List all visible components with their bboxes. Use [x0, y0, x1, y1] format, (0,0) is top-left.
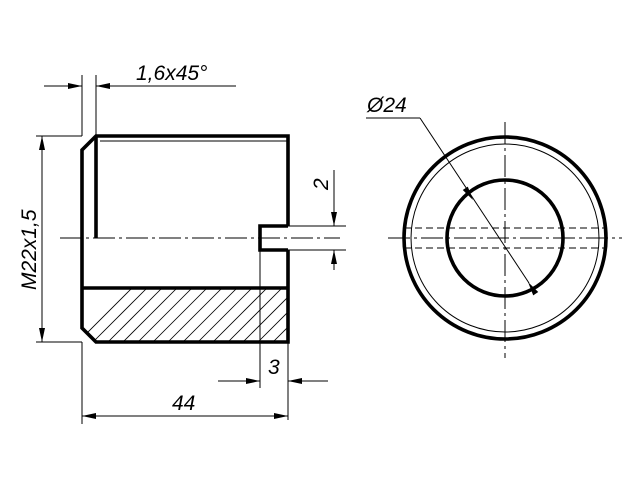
groove-depth-label: 2: [310, 178, 333, 191]
part-outline: [80, 134, 290, 344]
end-view: [388, 122, 622, 358]
dimension-diameter: Ø24: [366, 94, 539, 296]
diameter-label: Ø24: [366, 94, 407, 117]
groove-width-label: 3: [268, 356, 280, 379]
section-view: [60, 134, 340, 344]
chamfer-label: 1,6x45°: [136, 62, 207, 85]
section-hatching: [82, 288, 288, 342]
dimension-chamfer: 1,6x45°: [44, 62, 236, 136]
dimension-thread: M22x1,5: [18, 135, 82, 343]
thread-label: M22x1,5: [18, 209, 41, 290]
dimension-groove-width: 3: [218, 250, 328, 420]
dimension-length: 44: [81, 342, 288, 424]
length-label: 44: [172, 392, 195, 415]
dimension-groove-depth: 2: [288, 170, 346, 270]
